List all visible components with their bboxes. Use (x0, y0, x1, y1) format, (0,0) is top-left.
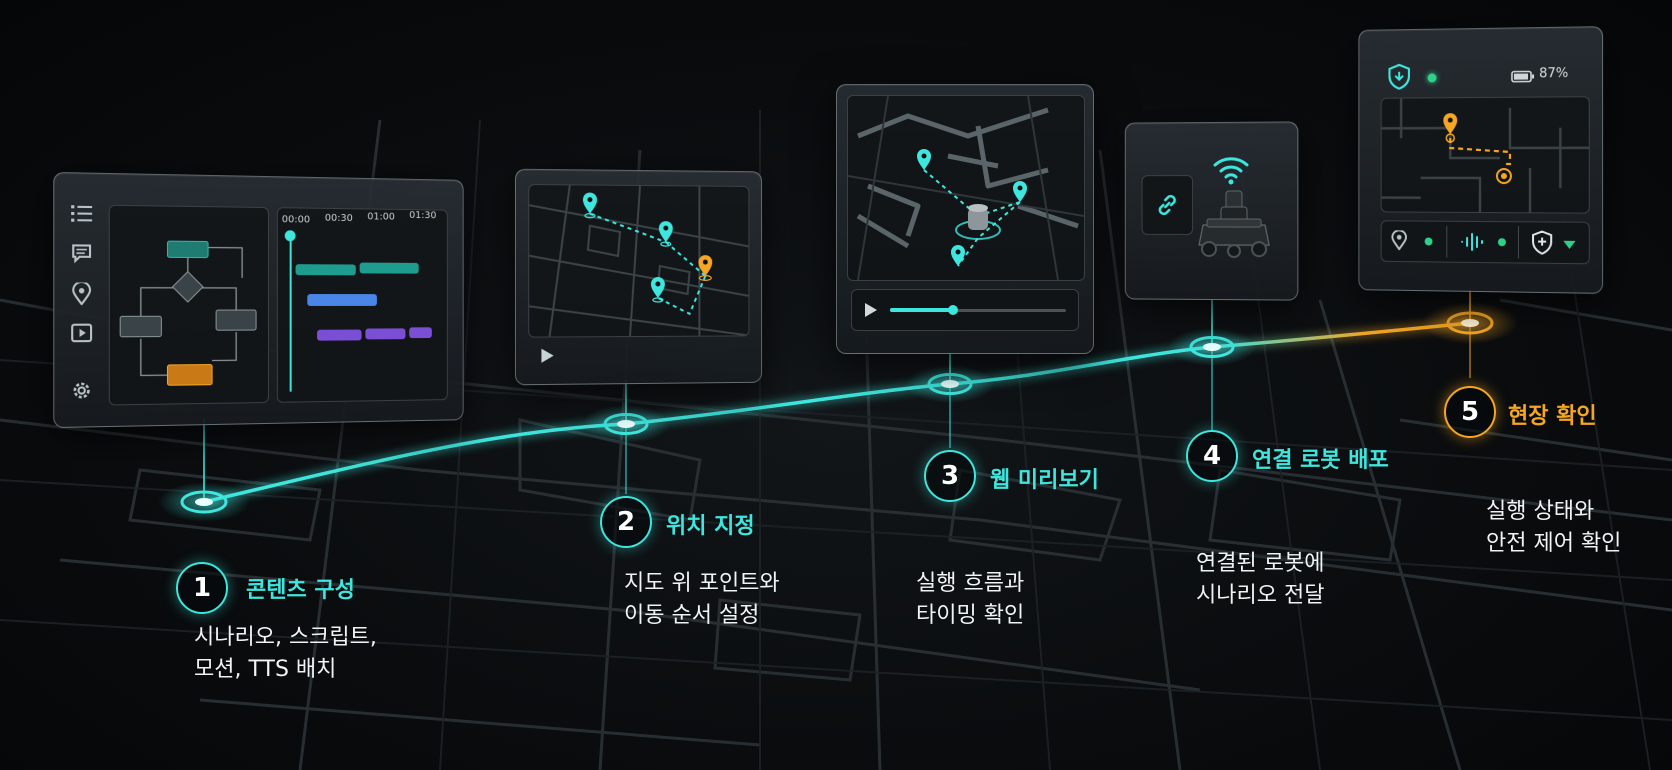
map-area (528, 184, 750, 338)
map-pin-icon[interactable] (1391, 230, 1407, 254)
robot-icon (1195, 189, 1273, 265)
timeline-label-0: 00:00 (281, 214, 311, 226)
playhead-knob[interactable] (284, 230, 296, 242)
preview-3d-area (847, 95, 1085, 281)
step-1-title: 콘텐츠 구성 (246, 578, 355, 603)
progress-fill (890, 308, 952, 312)
play-icon[interactable] (71, 324, 92, 347)
step-4-desc-line2: 시나리오 전달 (1196, 583, 1325, 608)
step-3-title: 웹 미리보기 (990, 468, 1099, 493)
status-strip (1380, 220, 1590, 265)
map-pin-icon[interactable] (72, 282, 91, 309)
step-2-desc-line2: 이동 순서 설정 (624, 603, 760, 628)
audio-status-dot (1497, 238, 1506, 247)
divider (1446, 225, 1448, 258)
content-editor-panel: 00:00 00:30 01:00 01:30 (53, 171, 464, 429)
battery-icon (1511, 68, 1535, 87)
map-position-panel (514, 168, 763, 386)
step-1-desc-line1: 시나리오, 스크립트, (194, 625, 377, 650)
flowchart-area (108, 204, 269, 406)
status-dot (1427, 73, 1437, 83)
step-3-desc-line2: 타이밍 확인 (916, 603, 1025, 628)
divider (1517, 226, 1519, 259)
timeline-label-1: 00:30 (324, 212, 353, 225)
waveform-icon (1460, 232, 1486, 256)
node-2 (582, 405, 670, 443)
step-1-desc-line2: 모션, TTS 배치 (194, 657, 337, 682)
link-tile[interactable] (1141, 175, 1194, 235)
step-4-number: 4 (1186, 430, 1238, 482)
robot-icon (955, 204, 1001, 240)
progress-track[interactable] (890, 309, 1066, 312)
step-5-number: 5 (1444, 386, 1496, 438)
node-3 (906, 365, 994, 403)
step-4-desc-line1: 연결된 로봇에 (1196, 551, 1325, 576)
play-icon[interactable] (864, 302, 878, 322)
site-monitor-panel: 87% (1358, 26, 1604, 294)
shield-icon (1388, 64, 1409, 94)
progress-knob[interactable] (948, 305, 958, 315)
track-bar-blue[interactable] (307, 294, 377, 306)
track-bar-purple-3[interactable] (409, 327, 432, 339)
list-icon[interactable] (71, 204, 93, 227)
step-5-desc-line1: 실행 상태와 (1486, 499, 1595, 524)
step-2-number: 2 (600, 496, 652, 548)
timeline-area: 00:00 00:30 01:00 01:30 (276, 207, 448, 403)
track-bar-purple-1[interactable] (317, 329, 362, 341)
gear-icon[interactable] (70, 379, 93, 406)
track-bar-teal-1[interactable] (295, 264, 356, 276)
wifi-icon (1211, 155, 1251, 189)
link-icon[interactable] (1154, 192, 1180, 222)
signal-icon (1562, 236, 1576, 255)
timeline-label-2: 01:00 (367, 211, 395, 223)
step-3-desc-line1: 실행 흐름과 (916, 571, 1025, 596)
play-icon[interactable] (540, 348, 554, 368)
robot-deploy-panel (1124, 121, 1299, 301)
playhead[interactable] (289, 232, 292, 392)
node-4 (1168, 328, 1256, 366)
step-1-number: 1 (176, 562, 228, 614)
battery-level: 87% (1539, 66, 1569, 82)
shield-icon (1532, 230, 1552, 258)
track-bar-teal-2[interactable] (359, 262, 419, 274)
step-5-title: 현장 확인 (1508, 404, 1597, 429)
chat-icon[interactable] (71, 243, 92, 268)
web-preview-panel (836, 84, 1094, 354)
location-status-dot (1424, 237, 1433, 246)
site-map-area (1380, 96, 1590, 214)
node-1 (158, 482, 250, 522)
map-pin-icon[interactable] (583, 192, 597, 218)
track-bar-purple-2[interactable] (365, 328, 406, 340)
step-5-desc-line2: 안전 제어 확인 (1486, 531, 1622, 556)
preview-player-bar (851, 289, 1079, 331)
timeline-label-3: 01:30 (409, 210, 437, 222)
node-5 (1422, 302, 1518, 344)
step-2-desc-line1: 지도 위 포인트와 (624, 571, 780, 596)
step-4-title: 연결 로봇 배포 (1252, 448, 1389, 473)
step-3-number: 3 (924, 450, 976, 502)
step-2-title: 위치 지정 (666, 514, 755, 539)
